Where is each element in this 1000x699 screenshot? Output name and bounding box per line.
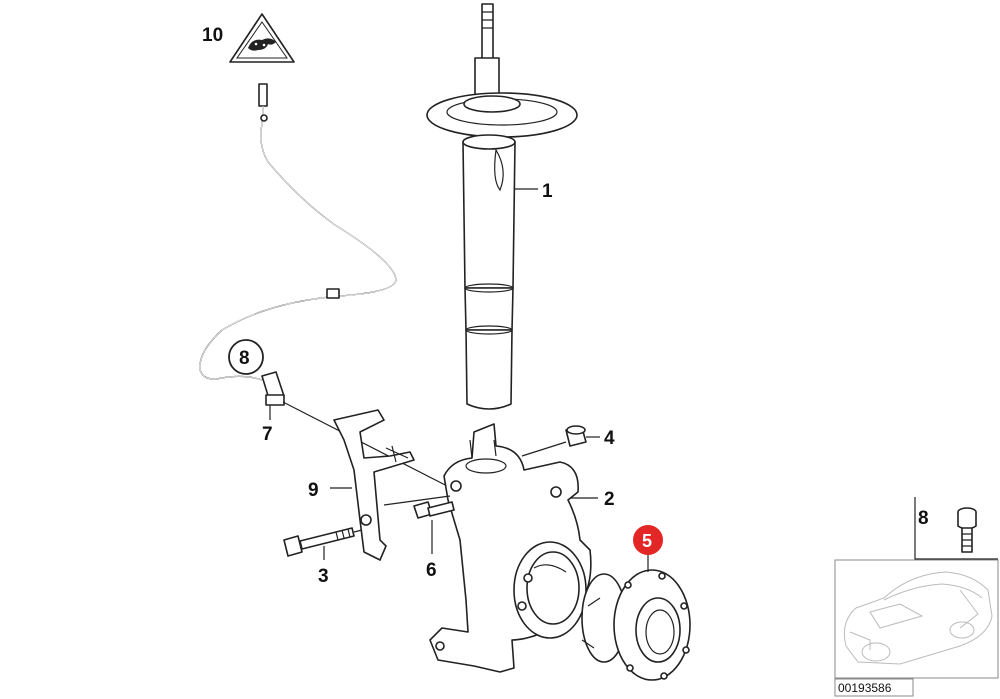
wheel-hub-bearing[interactable]	[581, 569, 691, 681]
vehicle-inset	[834, 559, 999, 679]
warning-triangle-label[interactable]	[229, 13, 295, 63]
callout-3: 3	[318, 566, 329, 587]
diagram-code: 00193586	[838, 681, 892, 695]
nut-dash-line	[521, 441, 567, 457]
callout-5: 5	[642, 531, 652, 551]
callout-8-inset: 8	[918, 508, 929, 529]
sensor-cable	[199, 83, 397, 381]
hex-bolt-short[interactable]	[413, 501, 455, 519]
highlight-badge-5	[633, 525, 663, 555]
callout-4: 4	[604, 428, 615, 449]
part8-circled-marker	[228, 339, 264, 375]
callout-6: 6	[426, 560, 437, 581]
wheel-speed-sensor[interactable]	[261, 371, 285, 406]
bracket-dash-line	[383, 495, 451, 506]
callout-10: 10	[202, 25, 223, 46]
diagram-code-box	[834, 678, 914, 697]
self-locking-nut[interactable]	[565, 425, 587, 447]
callout-1: 1	[542, 181, 553, 202]
leopard-warning-triangle-icon	[248, 38, 276, 51]
highlight-marker	[633, 525, 663, 555]
callout-7: 7	[262, 424, 273, 445]
hex-socket-screw[interactable]	[957, 507, 977, 553]
callout-9: 9	[308, 480, 319, 501]
callout-8-circled: 8	[239, 348, 250, 369]
sensor-dash-line	[282, 401, 456, 491]
steering-knuckle[interactable]	[429, 423, 592, 673]
bolt-dash-line	[353, 529, 363, 533]
callout-2: 2	[604, 489, 615, 510]
hex-bolt-long[interactable]	[283, 527, 355, 557]
car-silhouette-icon	[843, 571, 993, 665]
sensor-bracket[interactable]	[333, 409, 415, 561]
screw-inset	[914, 497, 998, 560]
strut-assembly[interactable]	[426, 3, 578, 410]
